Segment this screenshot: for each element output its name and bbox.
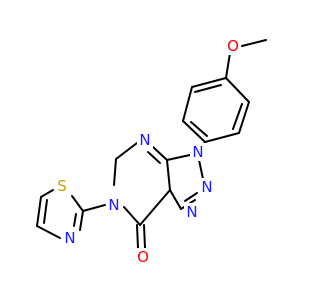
bond-thiazole-c5-c4-inner: [43, 199, 48, 224]
atom-o-carbonyl: O: [137, 248, 149, 266]
bond-thiazole-c5-c4: [36, 196, 42, 227]
bond-benzene-6: [225, 77, 250, 103]
bond-triazole-n1-c7a: [169, 189, 182, 210]
bond-carbonyl-2: [143, 224, 146, 249]
bond-n6-thiazole: [82, 204, 106, 212]
bond-c3a-n4-inner: [147, 151, 161, 164]
bond-benzene-1-inner: [194, 84, 222, 93]
atom-n-pyrimidine-1: N: [139, 131, 150, 149]
atom-n-triazole-3: N: [186, 203, 197, 221]
bond-o-aryl: [225, 52, 231, 79]
atom-n-pyrimidine-2: N: [108, 196, 119, 214]
bond-benzene-5: [238, 101, 250, 134]
bond-c3a-n4: [152, 146, 168, 161]
bond-n4-c5: [115, 142, 138, 160]
bond-benzene-4: [204, 132, 240, 143]
bond-triazole-c3a-n3: [166, 154, 191, 161]
bond-c7-c7a: [139, 189, 171, 226]
bond-thiazole-n3-c2-inner: [73, 213, 77, 227]
atom-n-thiazole: N: [64, 229, 75, 247]
bond-benzene-5-inner: [232, 103, 243, 130]
atom-s-thiazole: S: [57, 177, 67, 195]
bond-carbonyl-1: [136, 224, 139, 249]
bond-c5-n6: [113, 158, 117, 186]
bond-thiazole-n3-c2: [79, 210, 84, 231]
atom-o-methoxy: O: [227, 37, 239, 55]
atom-label-layer: O N N N N N O S N: [55, 37, 241, 266]
bond-triazole-n2-n1-inner: [184, 192, 198, 202]
bond-benzene-3-inner: [190, 121, 208, 137]
bond-thiazole-s-c5: [40, 189, 54, 198]
bond-thiazole-c4-n3: [36, 225, 61, 239]
bond-triazole-c7a-c3a: [166, 159, 171, 191]
bond-benzene-1: [191, 77, 227, 88]
bond-benzene-2: [182, 86, 193, 122]
bond-benzene-3: [182, 120, 206, 143]
bond-thiazole-c2-s: [71, 195, 84, 212]
atom-n-triazole-2: N: [201, 178, 212, 196]
atom-n-triazole-1: N: [192, 143, 203, 161]
bond-n6-c7: [123, 206, 141, 226]
molecule-structure: O N N N N N O S N: [36, 37, 267, 266]
bond-methyl-o: [241, 39, 267, 47]
